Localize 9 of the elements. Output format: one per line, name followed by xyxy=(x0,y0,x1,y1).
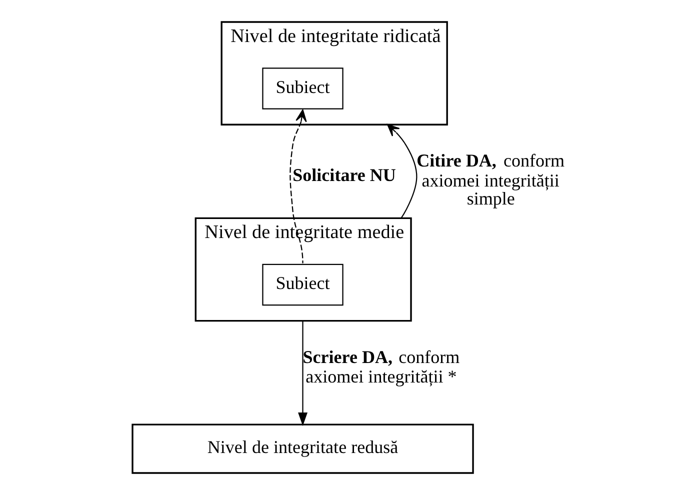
edge-label: Solicitare NU xyxy=(292,164,396,185)
node-box: Nivel de integritate redusă xyxy=(131,424,474,474)
arrow xyxy=(298,320,308,426)
arrow xyxy=(386,124,417,218)
arrow xyxy=(289,109,306,264)
edge-label: Citire DA, conform axiomei integrității simple xyxy=(416,150,564,208)
node-box: Subiect xyxy=(262,264,343,306)
edge-label: Scriere DA, conform axiomei integrității * xyxy=(302,346,460,387)
node-box: Subiect xyxy=(262,68,343,110)
